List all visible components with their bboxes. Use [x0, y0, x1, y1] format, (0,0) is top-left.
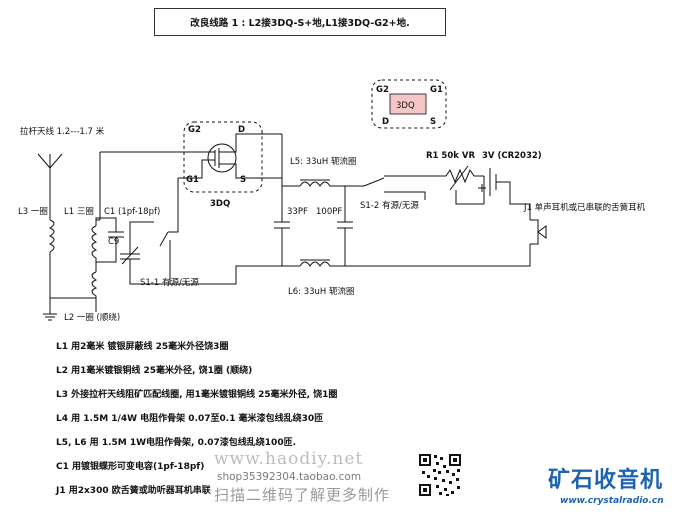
- brand-site: www.crystalradio.cn: [560, 496, 664, 506]
- c1-capacitor: [96, 226, 124, 263]
- l5-coil: [299, 181, 345, 187]
- s1-2-switch: [345, 175, 440, 200]
- ground-symbol: [43, 298, 57, 321]
- antenna-label: 拉杆天线 1.2---1.7 米: [20, 126, 105, 137]
- j1-jack: [530, 219, 547, 245]
- l6-coil: [299, 261, 345, 267]
- l5-label: L5: 33uH 轭流圈: [290, 156, 357, 167]
- l6-label: L6: 33uH 轭流圈: [288, 286, 355, 297]
- fet-symbol: [207, 143, 237, 173]
- r1-potentiometer: [440, 165, 484, 191]
- cap-33-label: 33PF: [287, 207, 308, 217]
- l1-label: L1 三圈: [64, 207, 94, 217]
- note-l1: L1 用2毫米 镀银屏蔽线 25毫米外径饶3圈: [56, 342, 229, 352]
- battery: [483, 168, 531, 220]
- fet-s-label: S: [240, 175, 246, 185]
- j1-label: J1 单声耳机或已串联的舌簧耳机: [523, 202, 646, 213]
- pinout-chip: [389, 93, 427, 115]
- fet-name-label: 3DQ: [210, 199, 230, 209]
- note-l2: L2 用1毫米镀银铜线 25毫米外径, 饶1圈 (顺绕): [56, 366, 253, 376]
- schematic: 拉杆天线 1.2---1.7 米 L3 一圈 L1 三圈 C1 (1pf-18p…: [18, 79, 646, 323]
- battery-label: 3V (CR2032): [482, 151, 542, 161]
- fet-d-label: D: [238, 125, 245, 135]
- pinout-s-label: S: [430, 117, 436, 127]
- watermark-url: www.haodiy.net: [214, 449, 364, 469]
- note-j1: J1 用2x300 欧舌簧或助听器耳机串联: [56, 486, 211, 496]
- note-l5-l6: L5, L6 用 1.5M 1W电阻作骨架, 0.07漆包线乱绕100匝.: [56, 438, 296, 448]
- note-l4: L4 用 1.5M 1/4W 电阻作骨架 0.07至0.1 毫米漆包线乱绕30匝: [56, 414, 324, 424]
- cap-100pf: [337, 186, 353, 266]
- l2-coil: [91, 271, 98, 312]
- fet-g2-label: G2: [188, 125, 201, 135]
- pinout-chip-label: 3DQ: [396, 101, 415, 111]
- title-box: 改良线路 1 : L2接3DQ-S+地,L1接3DQ-G2+地.: [154, 8, 446, 36]
- s1-1-switch: [154, 231, 171, 285]
- c9-capacitor: [120, 246, 140, 268]
- s1-1-label: S1-1 有源/无源: [140, 277, 199, 288]
- watermark-scan: 扫描二维码了解更多制作: [214, 486, 391, 504]
- s1-2-label: S1-2 有源/无源: [360, 200, 419, 211]
- pinout-dashed-box: [371, 79, 447, 129]
- page-title: 改良线路 1 : L2接3DQ-S+地,L1接3DQ-G2+地.: [190, 18, 410, 29]
- l1-coil: [91, 225, 98, 262]
- l2-label: L2 一圈 (顺绕): [64, 312, 120, 323]
- watermark-shop: shop35392304.taobao.com: [217, 471, 362, 483]
- l3-label: L3 一圈: [18, 207, 48, 217]
- antenna-symbol: [37, 153, 63, 220]
- note-l3: L3 外接拉杆天线阻矿匹配线圈, 用1毫米镀银铜线 25毫米外径, 饶1圈: [56, 390, 338, 400]
- cap-100-label: 100PF: [316, 207, 342, 217]
- note-c1: C1 用镀银蝶形可变电容(1pf-18pf): [56, 462, 205, 472]
- r1-label: R1 50k VR: [426, 151, 475, 161]
- brand-logo: 矿石收音机: [548, 468, 664, 493]
- l3-coil: [48, 219, 55, 298]
- qr-code: [418, 453, 462, 497]
- cap-33pf: [274, 186, 290, 266]
- pinout-g1-label: G1: [430, 85, 443, 95]
- pinout-g2-label: G2: [376, 85, 389, 95]
- c9-label: C9: [108, 237, 119, 247]
- pinout-d-label: D: [382, 117, 389, 127]
- notes-list: L1 用2毫米 镀银屏蔽线 25毫米外径饶3圈 L2 用1毫米镀银铜线 25毫米…: [56, 340, 496, 508]
- c1-label: C1 (1pf-18pf): [104, 207, 160, 217]
- fet-g1-label: G1: [186, 175, 199, 185]
- fet-dashed-box: [183, 121, 263, 193]
